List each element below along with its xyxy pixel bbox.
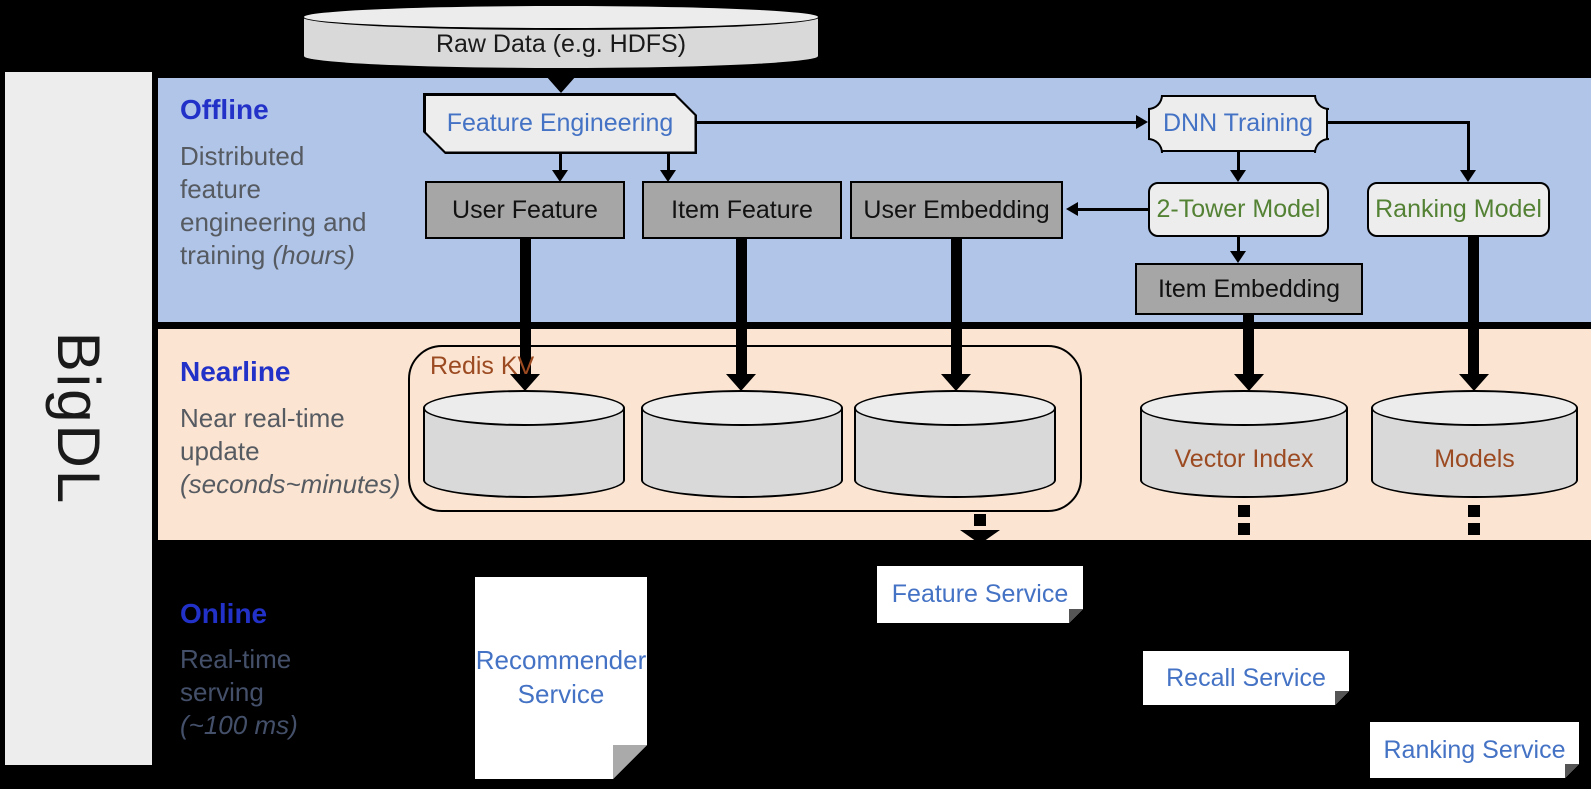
raw-data-cylinder: Raw Data (e.g. HDFS) [302, 4, 820, 70]
cylinder-top-ellipse [1140, 390, 1348, 426]
cylinder-top-ellipse [1371, 390, 1578, 426]
redis-cylinder-3 [854, 390, 1056, 498]
nearline-description: Near real-time update (seconds~minutes) [180, 402, 450, 501]
service-fold-corner [1069, 609, 1083, 623]
arrow-rankingmodel-to-models-head [1459, 374, 1489, 391]
user-feature-label: User Feature [452, 195, 598, 224]
online-desc-line2: serving [180, 677, 264, 707]
recall-service-node: Recall Service [1143, 651, 1349, 705]
user-embedding-label: User Embedding [863, 195, 1050, 224]
dashed-line-models-dash1 [1468, 505, 1480, 517]
dashed-line-vectorindex-dash2 [1238, 523, 1250, 535]
arrow-itemfeature-to-redis-head [726, 374, 756, 391]
arrow-fe-to-itemfeature-line [667, 154, 670, 172]
arrow-dnn-to-ranking-hline [1328, 121, 1470, 124]
cylinder-top-ellipse [854, 390, 1056, 426]
user-embedding-node: User Embedding [850, 181, 1063, 239]
arrow-rawdata-to-fe-head [546, 76, 576, 93]
ranking-service-label: Ranking Service [1383, 735, 1566, 764]
nearline-desc-line2: update [180, 436, 260, 466]
vector-index-label: Vector Index [1174, 444, 1314, 473]
redis-kv-label: Redis KV [430, 352, 535, 380]
arrow-fe-to-dnn-line [697, 121, 1138, 124]
ranking-model-node: Ranking Model [1367, 182, 1550, 237]
arrow-dnn-to-twotower-line [1237, 152, 1240, 171]
offline-desc-line3: engineering and [180, 207, 367, 237]
dashed-line-vectorindex-dash1 [1238, 505, 1250, 517]
feature-service-node: Feature Service [877, 566, 1083, 623]
arrow-fe-to-itemfeature-head [660, 170, 676, 182]
redis-cylinder-1 [423, 390, 625, 498]
vector-index-cylinder: Vector Index [1140, 390, 1348, 498]
two-tower-model-node: 2-Tower Model [1148, 182, 1329, 237]
arrow-fe-to-userfeature-head [552, 170, 568, 182]
user-feature-node: User Feature [425, 181, 625, 239]
nearline-desc-line1: Near real-time [180, 403, 345, 433]
plaque-notch [1313, 137, 1329, 153]
recall-service-label: Recall Service [1166, 663, 1326, 692]
online-desc-line1: Real-time [180, 644, 292, 674]
dashed-arrow-redis-to-featureservice-dash [974, 514, 986, 526]
offline-desc-line2: feature [180, 174, 261, 204]
arrow-itemembedding-to-vectorindex-stem [1243, 315, 1254, 376]
item-feature-label: Item Feature [671, 195, 813, 224]
arrow-itemfeature-to-redis-stem [736, 239, 747, 376]
arrow-dnn-to-twotower-head [1230, 170, 1246, 182]
feature-engineering-label: Feature Engineering [426, 96, 695, 152]
cylinder-top-ellipse [423, 390, 625, 426]
online-title: Online [180, 598, 268, 629]
feature-service-label: Feature Service [891, 580, 1069, 608]
item-feature-node: Item Feature [642, 181, 842, 239]
ranking-model-label: Ranking Model [1375, 195, 1542, 223]
arrow-fe-to-userfeature-line [559, 154, 562, 172]
arrow-dnn-to-ranking-vline [1467, 121, 1470, 171]
arrow-twotower-to-itemembedding-line [1237, 237, 1240, 253]
dnn-training-node: DNN Training [1147, 94, 1329, 153]
offline-desc-line1: Distributed [180, 141, 305, 171]
cylinder-top-ellipse [302, 4, 820, 30]
offline-title: Offline [180, 94, 269, 125]
arrow-rankingmodel-to-models-stem [1468, 237, 1479, 376]
arrow-twotower-to-itemembedding-head [1230, 251, 1246, 263]
nearline-title: Nearline [180, 356, 291, 387]
recommender-service-label: Recommender Service [475, 645, 647, 709]
ranking-service-node: Ranking Service [1370, 722, 1579, 778]
arrow-userembedding-to-redis-stem [951, 239, 962, 376]
arrow-fe-to-dnn-head [1136, 115, 1148, 129]
online-desc-line3: (~100 ms) [180, 710, 298, 740]
redis-cylinder-2 [641, 390, 843, 498]
models-cylinder: Models [1371, 390, 1578, 498]
arrow-twotower-to-userembedding-head [1066, 202, 1078, 216]
arrow-twotower-to-userembedding-line [1077, 208, 1148, 211]
offline-description: Distributed feature engineering and trai… [180, 140, 440, 272]
plaque-notch [1147, 137, 1163, 153]
arrow-dnn-to-ranking-head [1460, 170, 1476, 182]
two-tower-model-label: 2-Tower Model [1156, 195, 1321, 223]
bigdl-sidebar: BigDL [5, 72, 152, 765]
service-fold-corner [1335, 691, 1349, 705]
arrow-itemembedding-to-vectorindex-head [1234, 374, 1264, 391]
bigdl-logo-text: BigDL [45, 331, 113, 506]
arrow-userembedding-to-redis-head [941, 374, 971, 391]
offline-desc-line4: training (hours) [180, 240, 355, 270]
online-description: Real-time serving (~100 ms) [180, 643, 440, 742]
dnn-training-label: DNN Training [1162, 109, 1314, 137]
dashed-line-models-dash2 [1468, 523, 1480, 535]
plaque-notch [1313, 94, 1329, 110]
arrow-userfeature-to-redis-stem [520, 239, 531, 376]
redis-kv-container [408, 345, 1082, 512]
models-label: Models [1434, 444, 1515, 473]
item-embedding-label: Item Embedding [1157, 274, 1341, 303]
item-embedding-node: Item Embedding [1135, 263, 1363, 315]
document-fold-corner [613, 745, 647, 779]
cylinder-top-ellipse [641, 390, 843, 426]
dashed-arrow-redis-to-featureservice-head [960, 530, 1000, 544]
nearline-desc-line3: (seconds~minutes) [180, 469, 401, 499]
arrow-userfeature-to-redis-head [510, 374, 540, 391]
service-fold-corner [1565, 764, 1579, 778]
raw-data-label: Raw Data (e.g. HDFS) [435, 29, 687, 58]
plaque-notch [1147, 94, 1163, 110]
